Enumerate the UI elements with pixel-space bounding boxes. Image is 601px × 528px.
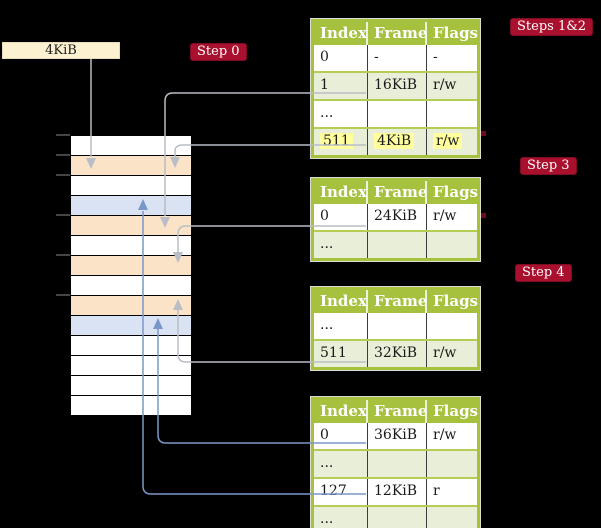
table-cell: 24KiB	[368, 204, 427, 230]
memory-frame-row-4	[71, 196, 191, 216]
table-cell: 511	[314, 129, 368, 155]
table-row: ...	[314, 449, 477, 477]
table-cell	[427, 451, 477, 477]
column-header-flags: Flags	[433, 292, 478, 310]
memory-frame-row-9	[71, 296, 191, 316]
table-cell	[368, 232, 427, 258]
table-row: 511 4KiB r/w	[314, 127, 477, 155]
table-cell: 32KiB	[368, 341, 427, 367]
page-size-label: 4KiB	[2, 42, 120, 59]
table-cell: 0	[314, 423, 368, 449]
table-cell: ...	[314, 451, 368, 477]
highlighted-value: r/w	[433, 133, 463, 149]
table-cell: 16KiB	[368, 73, 427, 99]
table-row: 0--	[314, 45, 477, 71]
column-header-frame: Frame	[368, 181, 427, 204]
table-cell: r/w	[433, 208, 457, 224]
table-cell: r/w	[433, 345, 457, 361]
column-header-flags: Flags	[433, 402, 478, 420]
step-label-step-0: Step 0	[190, 43, 247, 61]
column-header-index: Index	[314, 181, 368, 204]
table-row: ...	[314, 230, 477, 258]
table-cell: -	[368, 45, 427, 71]
column-header-frame: Frame	[368, 290, 427, 313]
table-row: ...	[314, 99, 477, 127]
memory-frame-row-1	[71, 136, 191, 156]
table-cell	[427, 507, 477, 528]
memory-column	[70, 135, 192, 416]
memory-frame-row-6	[71, 236, 191, 256]
table-cell: 4KiB	[368, 129, 427, 155]
table-cell	[368, 101, 427, 127]
memory-frame-row-7	[71, 256, 191, 276]
memory-frame-row-10	[71, 316, 191, 336]
column-header-index: Index	[314, 22, 368, 45]
table-cell: 127	[314, 479, 368, 505]
table-cell: 0	[314, 204, 368, 230]
marker-t1-row511	[481, 131, 486, 136]
table-cell	[427, 313, 477, 339]
table-cell: r	[433, 483, 440, 499]
table-cell: 0	[314, 45, 368, 71]
memory-frame-row-14	[71, 396, 191, 415]
highlighted-value: 511	[320, 133, 353, 149]
memory-frame-row-8	[71, 276, 191, 296]
table-row: ...	[314, 505, 477, 528]
table-cell: -	[433, 49, 438, 65]
table-cell: ...	[314, 313, 368, 339]
table-cell: r/w	[433, 77, 457, 93]
memory-frame-row-12	[71, 356, 191, 376]
highlighted-value: 4KiB	[374, 133, 415, 149]
table-cell	[427, 101, 477, 127]
memory-frame-row-3	[71, 176, 191, 196]
table-cell	[368, 451, 427, 477]
memory-frame-row-13	[71, 376, 191, 396]
column-header-flags: Flags	[433, 183, 478, 201]
step-label-step-3: Step 3	[520, 157, 577, 175]
table-row: ...	[314, 313, 477, 339]
column-header-index: Index	[314, 400, 368, 423]
memory-frame-row-5	[71, 216, 191, 236]
step-label-step-4: Step 4	[515, 264, 572, 282]
table-cell: 36KiB	[368, 423, 427, 449]
memory-frame-row-2	[71, 156, 191, 176]
marker-t2-row0	[481, 213, 486, 218]
step-label-steps-1-2: Steps 1&2	[510, 18, 594, 36]
table-cell: 12KiB	[368, 479, 427, 505]
column-header-flags: Flags	[433, 24, 478, 42]
table-cell: r/w	[427, 129, 477, 155]
table-cell: 511	[314, 341, 368, 367]
table-cell: r/w	[433, 427, 457, 443]
table-cell: ...	[314, 232, 368, 258]
column-header-frame: Frame	[368, 400, 427, 423]
table-cell	[427, 232, 477, 258]
table-cell: ...	[314, 507, 368, 528]
column-header-index: Index	[314, 290, 368, 313]
column-header-frame: Frame	[368, 22, 427, 45]
memory-frame-row-11	[71, 336, 191, 356]
table-cell: 1	[314, 73, 368, 99]
table-cell	[368, 313, 427, 339]
table-cell: ...	[314, 101, 368, 127]
table-cell	[368, 507, 427, 528]
